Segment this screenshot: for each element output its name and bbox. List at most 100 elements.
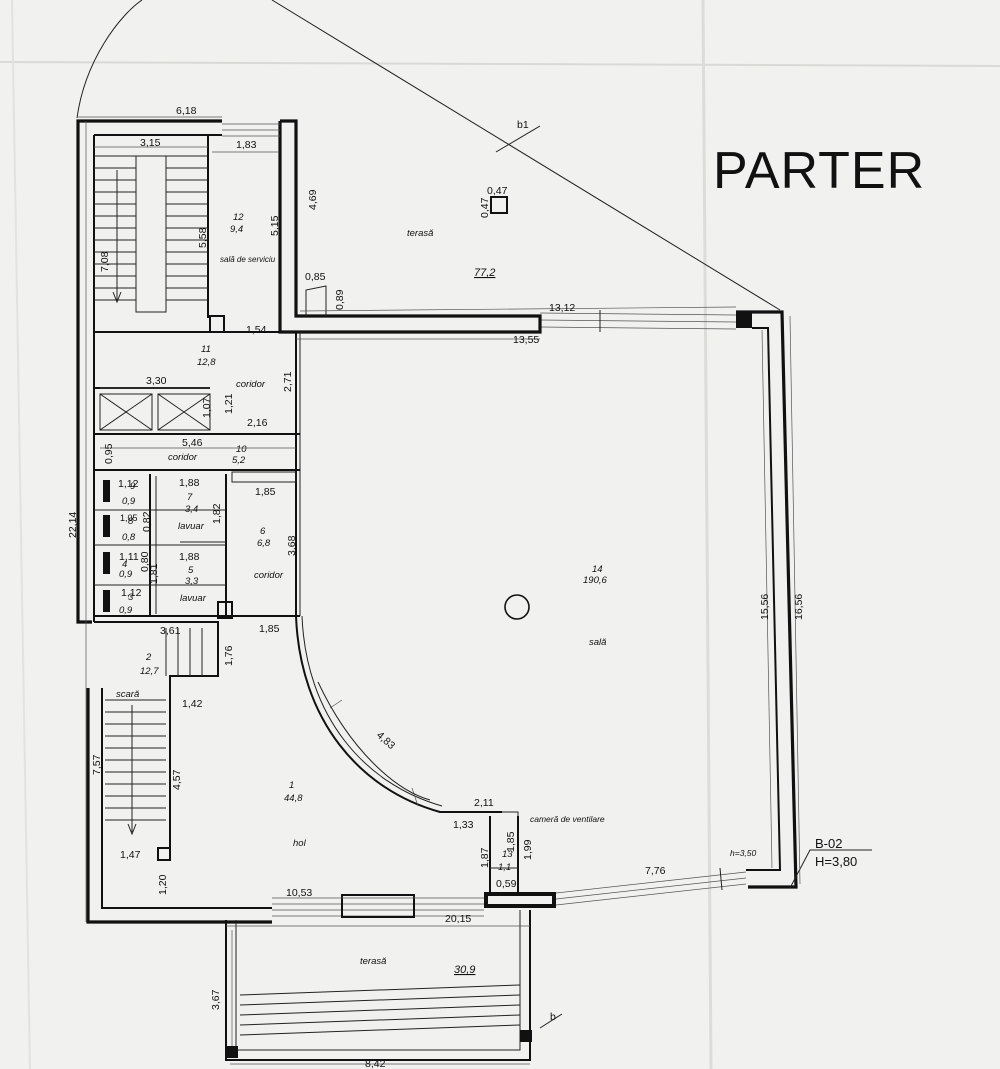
dim-4-69: 4,69 — [307, 189, 319, 210]
dim-1-33: 1,33 — [453, 819, 474, 831]
dim-3-61: 3,61 — [160, 625, 181, 637]
dim-4-57: 4,57 — [171, 769, 183, 790]
room-14-name: sală — [589, 637, 606, 648]
level-code: B-02 — [815, 836, 842, 851]
room-14-area: 190,6 — [583, 575, 607, 586]
dim-5-15: 5,15 — [269, 215, 281, 236]
dim-15-56: 15,56 — [759, 594, 771, 620]
room-2-num: 2 — [145, 652, 152, 663]
dim-1-85-mid: 1,85 — [259, 623, 280, 635]
dim-0-47-top: 0,47 — [487, 185, 508, 197]
dim-0-80: 0,80 — [139, 551, 151, 572]
level-height: H=3,80 — [815, 854, 857, 869]
dim-13-12: 13,12 — [549, 302, 575, 314]
dim-0-85: 0,85 — [305, 271, 326, 283]
dim-8-42: 8,42 — [365, 1058, 386, 1069]
room-3-num: 3 — [128, 592, 134, 603]
room-6-name: coridor — [254, 570, 284, 581]
dim-3-15: 3,15 — [140, 137, 161, 149]
terrace-bottom-name: terasă — [360, 956, 386, 967]
stair-lower — [105, 628, 203, 836]
dim-2-71: 2,71 — [282, 371, 294, 392]
room-8-area: 0,8 — [122, 532, 136, 543]
terrace-bottom-area: 30,9 — [454, 964, 475, 976]
dim-0-82: 0,82 — [141, 511, 153, 532]
dim-6-18: 6,18 — [176, 105, 197, 117]
section-mark-b1: b1 — [517, 119, 529, 131]
room-1-name: hol — [293, 838, 307, 849]
room-11-area: 12,8 — [197, 357, 216, 368]
dim-1-88-mid: 1,88 — [179, 551, 200, 563]
room-5-num: 5 — [188, 565, 194, 576]
room-13-area: 1,1 — [498, 862, 511, 873]
dim-1-47: 1,47 — [120, 849, 141, 861]
dimension-lines — [78, 116, 801, 1065]
room-labels: 12 9,4 sală de serviciu terasă 77,2 11 1… — [116, 212, 607, 976]
terrace-bottom: b — [225, 910, 563, 1061]
dim-1-07: 1,07 — [201, 397, 213, 418]
dim-0-59: 0,59 — [496, 878, 517, 890]
room-4-num: 4 — [122, 559, 127, 570]
dim-2-16: 2,16 — [247, 417, 268, 429]
dim-3-67: 3,67 — [210, 989, 222, 1010]
dim-1-12-top: 1,12 — [118, 478, 139, 490]
room-11-name: coridor — [236, 379, 266, 390]
dim-1-76: 1,76 — [223, 645, 235, 666]
room-7-name: lavuar — [178, 521, 205, 532]
room-9-num: 9 — [130, 481, 136, 492]
room-10-area: 5,2 — [232, 455, 246, 466]
room-2-name: scară — [116, 689, 139, 700]
dim-1-11: 1,11 — [119, 551, 139, 563]
dim-1-83: 1,83 — [236, 139, 257, 151]
room-9-area: 0,9 — [122, 496, 136, 507]
room-12-area: 9,4 — [230, 224, 243, 235]
dim-1-99: 1,99 — [522, 839, 534, 860]
dim-1-85-top: 1,85 — [255, 486, 276, 498]
room-6-area: 6,8 — [257, 538, 271, 549]
room-1-area: 44,8 — [284, 793, 303, 804]
dim-3-68: 3,68 — [286, 535, 298, 556]
room-1-num: 1 — [289, 780, 294, 791]
room-5-area: 3,3 — [185, 576, 199, 587]
dim-22-14: 22,14 — [67, 512, 79, 538]
dim-5-46: 5,46 — [182, 437, 203, 449]
dim-1-88-top: 1,88 — [179, 477, 200, 489]
dim-1-54: 1,54 — [246, 324, 267, 336]
dim-7-57: 7,57 — [91, 754, 103, 775]
room-12-name: sală de serviciu — [220, 255, 276, 264]
plan-title: PARTER — [713, 142, 925, 200]
exterior-walls — [76, 119, 798, 924]
dim-16-56: 16,56 — [793, 594, 805, 620]
terrace-top-area: 77,2 — [474, 267, 495, 279]
room-5-name: lavuar — [180, 593, 207, 604]
room-7-area: 3,4 — [185, 504, 198, 515]
dim-1-85-vent: 1,85 — [505, 831, 517, 852]
stair-upper — [94, 155, 208, 313]
room-13-num: 13 — [502, 849, 513, 860]
room-2-area: 12,7 — [140, 666, 159, 677]
dim-10-53: 10,53 — [286, 887, 312, 899]
section-mark-b: b — [550, 1011, 556, 1023]
room-10-num: 10 — [236, 444, 247, 455]
hall-height: h=3,50 — [730, 848, 757, 858]
dim-0-89: 0,89 — [334, 289, 346, 310]
dim-1-42: 1,42 — [182, 698, 203, 710]
room-3-area: 0,9 — [119, 605, 133, 616]
site-boundary: b1 — [76, 0, 781, 311]
dim-7-08: 7,08 — [99, 251, 111, 272]
room-8-num: 8 — [128, 516, 134, 527]
dim-7-76: 7,76 — [645, 865, 666, 877]
dim-1-81: 1,81 — [148, 563, 160, 584]
room-12-num: 12 — [233, 212, 244, 223]
dimension-labels: 6,18 3,15 1,83 4,69 5,58 5,15 7,08 0,47 … — [67, 105, 805, 1069]
room-6-num: 6 — [260, 526, 266, 537]
dim-1-82: 1,82 — [211, 503, 223, 524]
dim-5-58: 5,58 — [197, 227, 209, 248]
dim-1-21: 1,21 — [223, 393, 235, 414]
dim-0-47-side: 0,47 — [479, 197, 491, 218]
room-14-num: 14 — [592, 564, 603, 575]
dim-1-87: 1,87 — [479, 847, 491, 868]
terrace-top-name: terasă — [407, 228, 433, 239]
